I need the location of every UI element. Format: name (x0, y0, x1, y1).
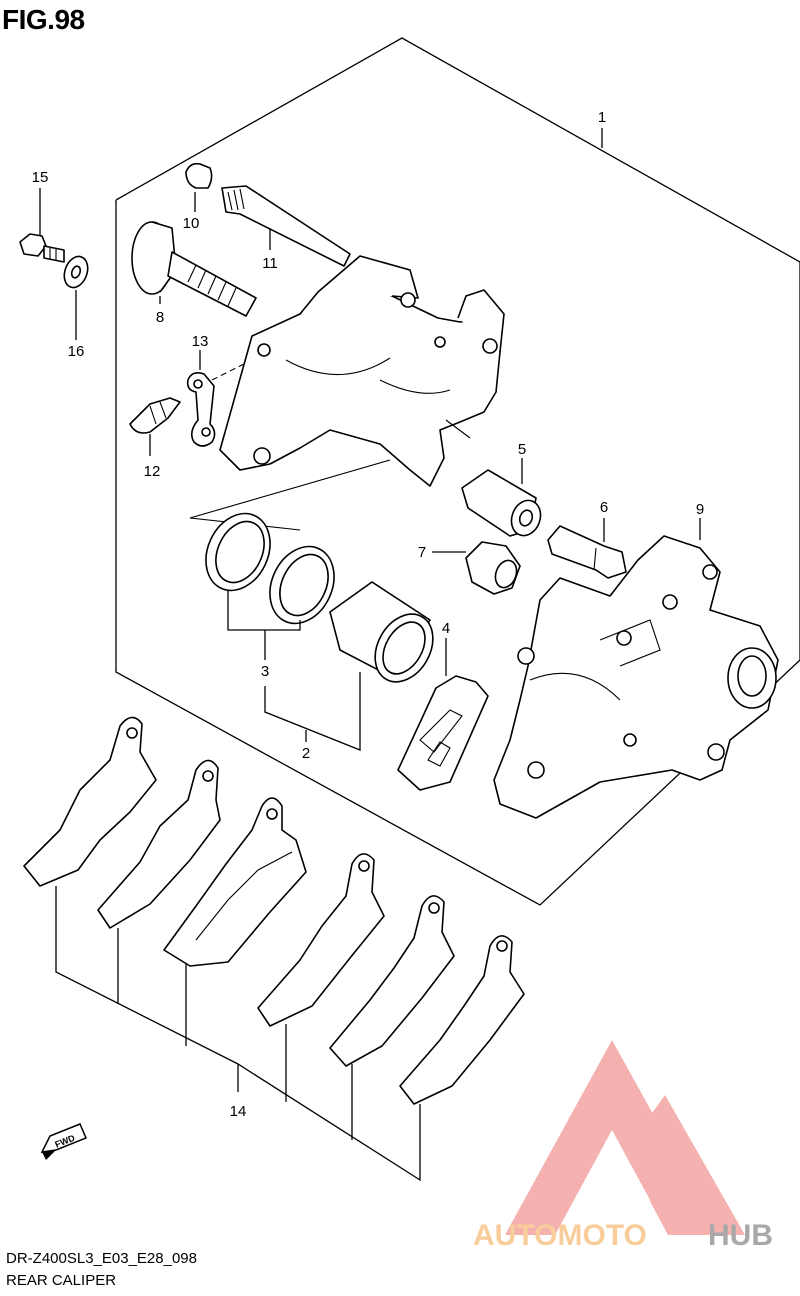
callout-14: 14 (230, 1103, 247, 1120)
watermark-text-primary: AUTOMOTO (473, 1219, 647, 1252)
seal-3 (205, 512, 335, 660)
watermark-triangle-outer (505, 1040, 720, 1235)
figure-title: FIG.98 (2, 4, 85, 35)
watermark-logo: AUTOMOTO HUB (473, 1040, 773, 1252)
brake-pads-14 (23, 716, 525, 1182)
callout-12: 12 (144, 463, 161, 480)
callout-3: 3 (261, 663, 269, 680)
pin-6 (547, 518, 627, 579)
fwd-arrow-icon: FWD (40, 1123, 87, 1160)
section-name: REAR CALIPER (6, 1272, 117, 1289)
caliper-bracket-9 (493, 518, 779, 819)
watermark-triangle-inner (575, 1130, 650, 1200)
callout-2: 2 (302, 745, 310, 762)
callout-11: 11 (262, 255, 278, 272)
callout-15: 15 (32, 169, 49, 186)
assembly-outline (115, 37, 800, 906)
pin-11 (221, 185, 351, 267)
callout-16: 16 (68, 343, 85, 360)
model-code: DR-Z400SL3_E03_E28_098 (6, 1250, 197, 1267)
boot-7 (432, 541, 521, 595)
bleeder-12 (129, 397, 181, 456)
bolt-15 (19, 188, 65, 263)
pad-spring-4 (397, 638, 489, 791)
callout-6: 6 (600, 499, 608, 516)
cap-10 (185, 162, 213, 212)
callout-4: 4 (442, 620, 450, 637)
piston-2 (264, 581, 434, 751)
bolt-8 (131, 221, 257, 317)
callout-7: 7 (418, 544, 426, 561)
callout-8: 8 (156, 309, 164, 326)
callout-5: 5 (518, 441, 526, 458)
washer-16 (63, 255, 89, 340)
callout-1: 1 (598, 109, 606, 126)
watermark-text-secondary: HUB (708, 1219, 773, 1252)
watermark-triangle-side (640, 1095, 745, 1235)
caliper-body (189, 255, 505, 531)
sleeve-5 (461, 458, 542, 537)
callout-13: 13 (192, 333, 209, 350)
callout-10: 10 (183, 215, 200, 232)
callout-9: 9 (696, 501, 704, 518)
